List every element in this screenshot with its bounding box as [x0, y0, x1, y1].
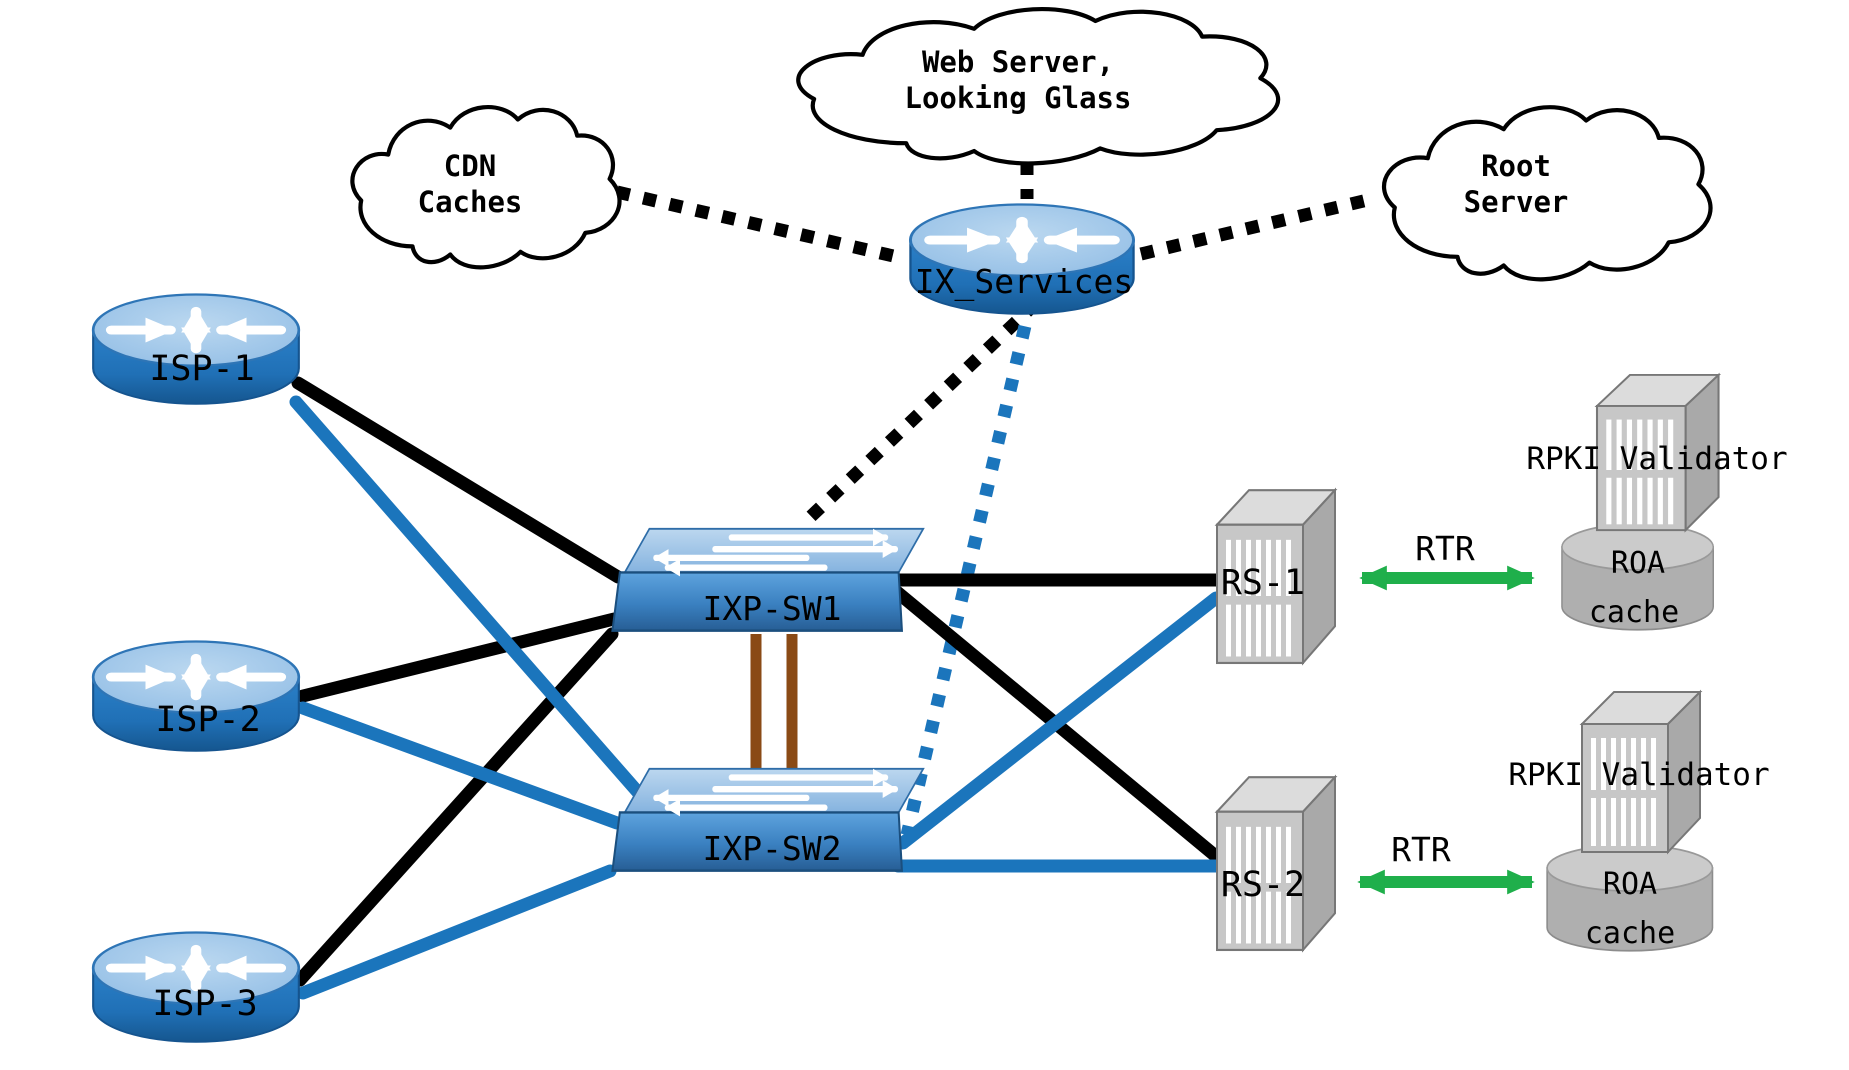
rtr1-label: RTR	[1415, 529, 1475, 568]
cache2-label-line1: ROA	[1603, 867, 1657, 902]
link-cdn-ix	[615, 185, 904, 265]
server-rs2-icon	[1215, 776, 1337, 952]
link-isp2-sw1	[296, 612, 621, 703]
link-isp2-sw2	[296, 701, 624, 830]
router-isp1-label: ISP-1	[149, 349, 254, 389]
cloud-web-label-line1: Web Server,	[922, 45, 1114, 79]
link-isp3-sw2	[296, 864, 617, 1000]
link-isp1-sw2	[289, 395, 664, 821]
link-ix-sw2	[900, 298, 1038, 837]
server-rs1-label: RS-1	[1221, 563, 1305, 603]
cloud-cdn-label-line1: CDN	[444, 149, 496, 183]
server-rs2-label: RS-2	[1221, 865, 1305, 905]
router-isp2-label: ISP-2	[155, 700, 260, 740]
cloud-root-label-line1: Root	[1481, 149, 1551, 183]
validator2-label: RPKI Validator	[1508, 757, 1769, 793]
validator1-label: RPKI Validator	[1526, 441, 1787, 477]
switch-ixp-sw2-label: IXP-SW2	[702, 829, 841, 868]
router-ix-services-label: IX_Services	[915, 262, 1134, 302]
router-isp3-label: ISP-3	[152, 984, 257, 1024]
switch-ixp-sw1-label: IXP-SW1	[702, 589, 841, 628]
cloud-web-label-line2: Looking Glass	[905, 81, 1132, 115]
cache2-label-line2: cache	[1585, 916, 1675, 951]
link-isp1-sw1	[291, 376, 625, 584]
cloud-cdn-label-line2: Caches	[418, 185, 523, 219]
link-isp3-sw1	[293, 627, 619, 987]
cache1-label-line1: ROA	[1611, 546, 1665, 581]
cache1-label-line2: cache	[1589, 595, 1679, 630]
link-rs1-sw2	[896, 591, 1223, 850]
cloud-root-label-line2: Server	[1464, 185, 1569, 219]
link-root-ix	[1139, 192, 1374, 261]
rtr2-label: RTR	[1391, 830, 1451, 869]
